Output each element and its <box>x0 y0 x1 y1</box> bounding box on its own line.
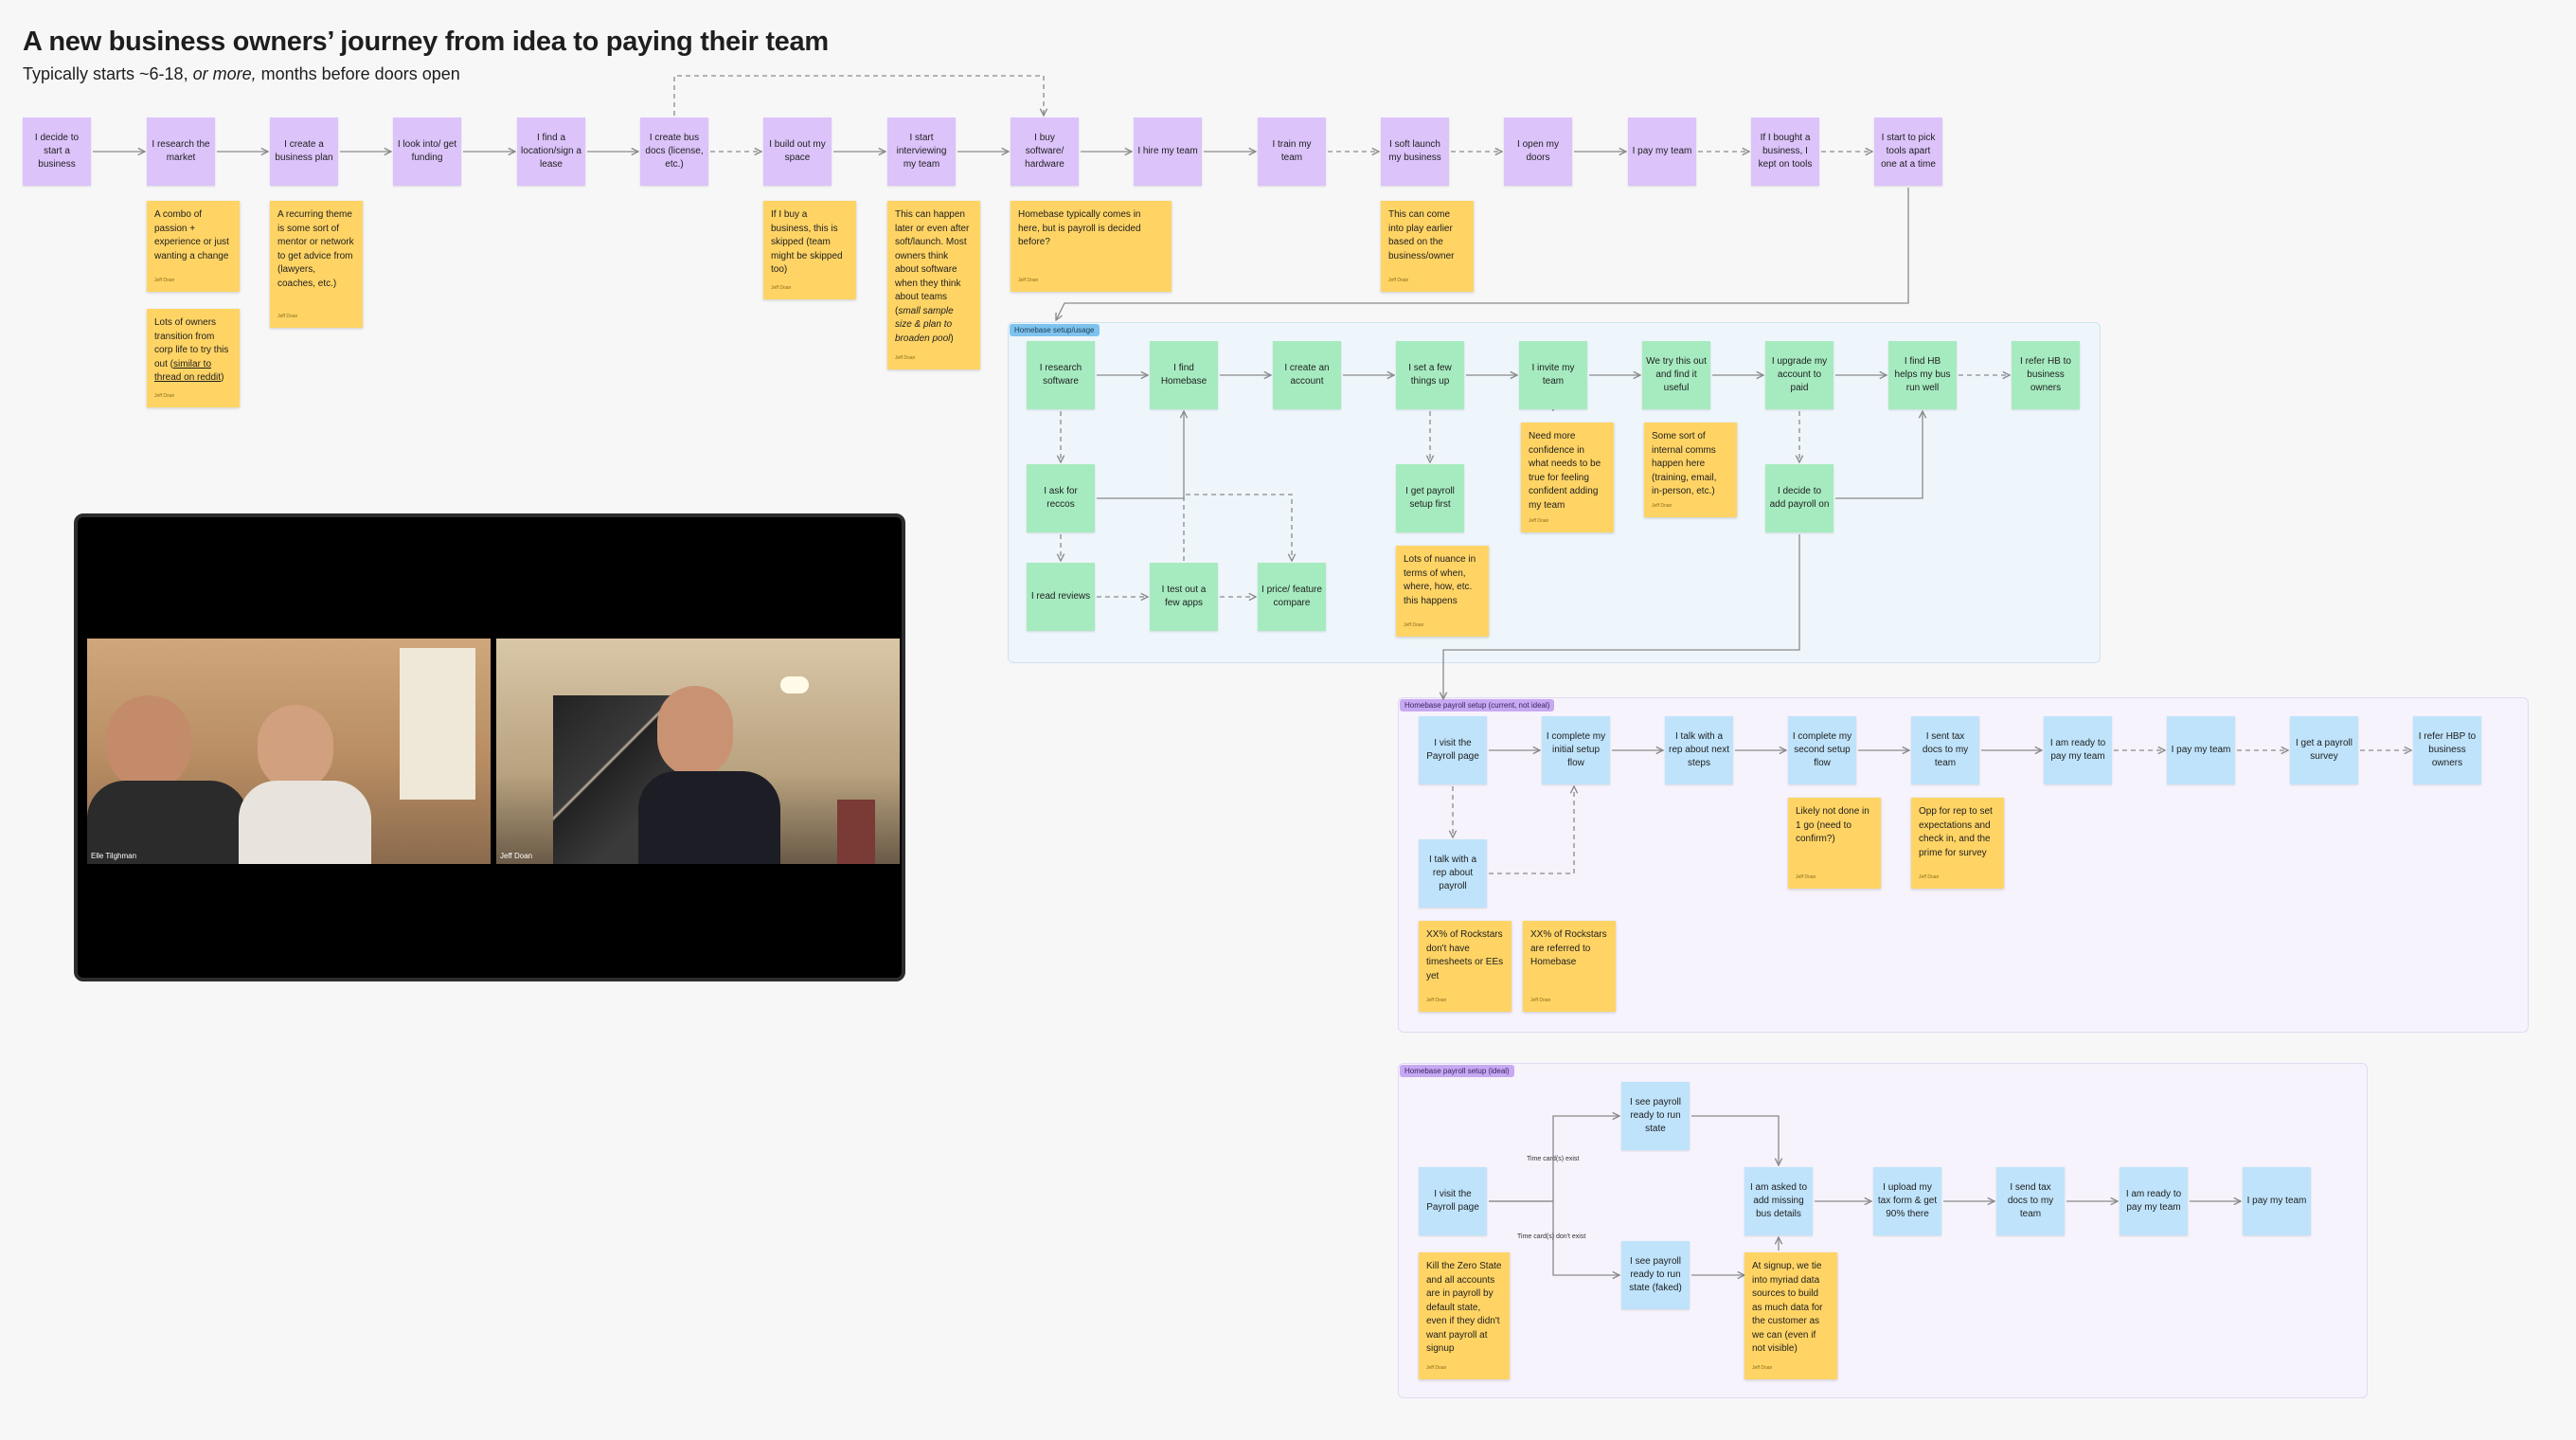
sticky-note[interactable]: A combo of passion + experience or just … <box>147 201 240 292</box>
page-title: A new business owners’ journey from idea… <box>23 27 829 57</box>
connector-arrow <box>1097 411 1184 499</box>
usage-test-apps[interactable]: I test out a few apps <box>1150 563 1218 631</box>
usage-invite-team[interactable]: I invite my team <box>1519 341 1587 409</box>
usage-payroll-first[interactable]: I get payroll setup first <box>1396 464 1464 532</box>
sticky-note[interactable]: Homebase typically comes in here, but is… <box>1011 201 1172 292</box>
sticky-note[interactable]: Kill the Zero State and all accounts are… <box>1419 1252 1510 1379</box>
usage-try-useful[interactable]: We try this out and find it useful <box>1642 341 1710 409</box>
participant-name: Jeff Doan <box>500 852 533 860</box>
cur-sent-tax[interactable]: I sent tax docs to my team <box>1911 716 1979 784</box>
frame-payroll-ideal[interactable] <box>1398 1063 2368 1398</box>
step-location[interactable]: I find a location/sign a lease <box>517 117 585 186</box>
cur-refer-hbp[interactable]: I refer HBP to business owners <box>2413 716 2481 784</box>
sticky-note[interactable]: If I buy a business, this is skipped (te… <box>763 201 856 299</box>
cur-visit-payroll[interactable]: I visit the Payroll page <box>1419 716 1487 784</box>
connector-arrow <box>1489 1200 1619 1275</box>
cur-ready-pay[interactable]: I am ready to pay my team <box>2044 716 2112 784</box>
connector-arrow <box>1183 494 1292 561</box>
frame-label-usage: Homebase setup/usage <box>1010 324 1100 336</box>
usage-read-reviews[interactable]: I read reviews <box>1027 563 1095 631</box>
usage-refer-hb[interactable]: I refer HB to business owners <box>2012 341 2080 409</box>
sticky-note[interactable]: Some sort of internal comms happen here … <box>1644 423 1737 517</box>
usage-research-software[interactable]: I research software <box>1027 341 1095 409</box>
edge-label-exist: Time card(s) exist <box>1527 1156 1580 1162</box>
usage-hb-helps[interactable]: I find HB helps my bus run well <box>1888 341 1957 409</box>
connector-arrow <box>1489 786 1574 874</box>
ideal-send-tax[interactable]: I send tax docs to my team <box>1996 1167 2065 1235</box>
sticky-note[interactable]: Opp for rep to set expectations and chec… <box>1911 798 2004 889</box>
ideal-upload-tax[interactable]: I upload my tax form & get 90% there <box>1873 1167 1941 1235</box>
cur-second-setup[interactable]: I complete my second setup flow <box>1788 716 1856 784</box>
frame-label-current: Homebase payroll setup (current, not ide… <box>1400 699 1555 711</box>
connector-arrow <box>1056 188 1909 320</box>
step-soft-launch[interactable]: I soft launch my business <box>1381 117 1449 186</box>
usage-upgrade-paid[interactable]: I upgrade my account to paid <box>1765 341 1834 409</box>
sticky-note[interactable]: XX% of Rockstars are referred to Homebas… <box>1523 921 1616 1012</box>
sticky-note[interactable]: XX% of Rockstars don't have timesheets o… <box>1419 921 1512 1012</box>
step-interview-team[interactable]: I start interviewing my team <box>887 117 956 186</box>
step-funding[interactable]: I look into/ get funding <box>393 117 461 186</box>
cur-talk-rep-payroll[interactable]: I talk with a rep about payroll <box>1419 839 1487 908</box>
step-buy-software[interactable]: I buy software/ hardware <box>1011 117 1079 186</box>
connector-arrow <box>673 75 1044 116</box>
ideal-ready-state-faked[interactable]: I see payroll ready to run state (faked) <box>1621 1241 1690 1309</box>
sticky-note[interactable]: Lots of nuance in terms of when, where, … <box>1396 546 1489 637</box>
step-bus-docs[interactable]: I create bus docs (license, etc.) <box>640 117 708 186</box>
participant-name: Elle Tilghman <box>91 852 137 860</box>
step-research-market[interactable]: I research the market <box>147 117 215 186</box>
edge-label-not-exist: Time card(s) don't exist <box>1517 1233 1586 1240</box>
sticky-note[interactable]: Need more confidence in what needs to be… <box>1521 423 1614 532</box>
page-subtitle: Typically starts ~6-18, or more, months … <box>23 64 460 83</box>
sticky-note[interactable]: Likely not done in 1 go (need to confirm… <box>1788 798 1881 889</box>
sticky-note[interactable]: This can happen later or even after soft… <box>887 201 980 369</box>
step-open-doors[interactable]: I open my doors <box>1504 117 1572 186</box>
sticky-note[interactable]: At signup, we tie into myriad data sourc… <box>1744 1252 1837 1379</box>
ideal-missing-details[interactable]: I am asked to add missing bus details <box>1744 1167 1813 1235</box>
frame-label-ideal: Homebase payroll setup (ideal) <box>1400 1065 1514 1077</box>
usage-price-compare[interactable]: I price/ feature compare <box>1258 563 1326 631</box>
video-tile-participant-2: Jeff Doan <box>496 639 900 864</box>
step-business-plan[interactable]: I create a business plan <box>270 117 338 186</box>
ideal-visit-payroll[interactable]: I visit the Payroll page <box>1419 1167 1487 1235</box>
ideal-ready-state[interactable]: I see payroll ready to run state <box>1621 1082 1690 1150</box>
step-pick-tools[interactable]: I start to pick tools apart one at a tim… <box>1874 117 1942 186</box>
step-decide-start[interactable]: I decide to start a business <box>23 117 91 186</box>
video-call-window[interactable]: Elle Tilghman Jeff Doan <box>74 513 905 981</box>
usage-ask-reccos[interactable]: I ask for reccos <box>1027 464 1095 532</box>
sticky-note[interactable]: This can come into play earlier based on… <box>1381 201 1474 292</box>
connector-arrow <box>1691 1115 1779 1165</box>
step-pay-team[interactable]: I pay my team <box>1628 117 1696 186</box>
step-kept-tools[interactable]: If I bought a business, I kept on tools <box>1751 117 1819 186</box>
usage-set-things-up[interactable]: I set a few things up <box>1396 341 1464 409</box>
usage-add-payroll[interactable]: I decide to add payroll on <box>1765 464 1834 532</box>
ideal-ready-pay[interactable]: I am ready to pay my team <box>2120 1167 2188 1235</box>
video-tile-participant-1: Elle Tilghman <box>87 639 491 864</box>
cur-talk-rep[interactable]: I talk with a rep about next steps <box>1665 716 1733 784</box>
cur-initial-setup[interactable]: I complete my initial setup flow <box>1542 716 1610 784</box>
sticky-note[interactable]: Lots of owners transition from corp life… <box>147 309 240 407</box>
ideal-pay-team[interactable]: I pay my team <box>2243 1167 2311 1235</box>
step-hire-team[interactable]: I hire my team <box>1134 117 1202 186</box>
connector-arrow <box>1443 534 1800 699</box>
usage-create-account[interactable]: I create an account <box>1273 341 1341 409</box>
step-build-space[interactable]: I build out my space <box>763 117 832 186</box>
step-train-team[interactable]: I train my team <box>1258 117 1326 186</box>
usage-find-homebase[interactable]: I find Homebase <box>1150 341 1218 409</box>
cur-payroll-survey[interactable]: I get a payroll survey <box>2290 716 2358 784</box>
connector-arrow <box>1835 411 1923 499</box>
cur-pay-team[interactable]: I pay my team <box>2167 716 2235 784</box>
sticky-note[interactable]: A recurring theme is some sort of mentor… <box>270 201 363 328</box>
